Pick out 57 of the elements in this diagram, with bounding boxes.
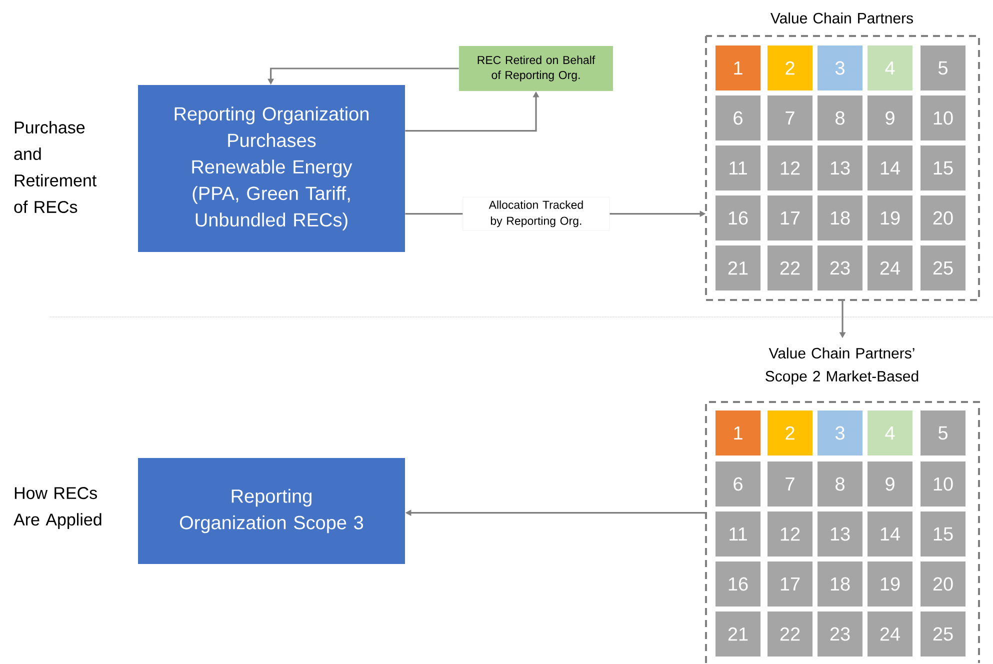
partner-tile: 10 (920, 462, 966, 506)
note-box: REC Retired on Behalf of Reporting Org. (459, 46, 613, 91)
partner-tile: 24 (868, 612, 912, 656)
partner-tile: 16 (716, 562, 760, 606)
partner-tile: 8 (818, 96, 862, 140)
partner-tile: 25 (920, 246, 966, 290)
partner-tile: 22 (768, 612, 812, 656)
edge-label: Allocation Tracked by Reporting Org. (462, 196, 610, 231)
partner-tile: 18 (818, 562, 862, 606)
partner-tile: 1 (716, 410, 760, 456)
partner-tile: 15 (920, 146, 966, 190)
partner-tile: 5 (920, 410, 966, 456)
partner-tile: 13 (818, 146, 862, 190)
partner-tile: 16 (716, 196, 760, 240)
partner-tile: 23 (818, 612, 862, 656)
partner-tile: 13 (818, 512, 862, 556)
partner-tile: 14 (868, 146, 912, 190)
partner-tile: 9 (868, 462, 912, 506)
partner-tile: 6 (716, 462, 760, 506)
process-box: Reporting Organization Purchases Renewable Energy (PPA, Green Tariff, Unbundled RECs) (138, 85, 405, 252)
partner-tile: 4 (868, 410, 912, 456)
partner-tile: 15 (920, 512, 966, 556)
partner-tile: 7 (768, 96, 812, 140)
partner-tile: 21 (716, 246, 760, 290)
partner-tile: 25 (920, 612, 966, 656)
partner-tile: 19 (868, 562, 912, 606)
partner-tile: 14 (868, 512, 912, 556)
partner-tile: 23 (818, 246, 862, 290)
partner-tile: 10 (920, 96, 966, 140)
partner-tile: 22 (768, 246, 812, 290)
partner-tile: 19 (868, 196, 912, 240)
section-label: How RECs Are Applied (14, 487, 102, 529)
partner-tile: 18 (818, 196, 862, 240)
partner-tile: 3 (818, 410, 862, 456)
partner-tile: 20 (920, 562, 966, 606)
partner-tile: 17 (768, 196, 812, 240)
section-label: Purchase and Retirement of RECs (14, 121, 97, 213)
partner-tile: 20 (920, 196, 966, 240)
partner-tile: 2 (768, 410, 812, 456)
partner-tile: 17 (768, 562, 812, 606)
partner-tile: 24 (868, 246, 912, 290)
partner-tile: 5 (920, 46, 966, 90)
partner-tile: 9 (868, 96, 912, 140)
partner-tile: 6 (716, 96, 760, 140)
partner-tile: 7 (768, 462, 812, 506)
partner-tile: 1 (716, 46, 760, 90)
partner-tile: 11 (716, 146, 760, 190)
partner-tile: 4 (868, 46, 912, 90)
partner-tile: 8 (818, 462, 862, 506)
partner-tile: 12 (768, 146, 812, 190)
partner-tile: 11 (716, 512, 760, 556)
partner-tile: 12 (768, 512, 812, 556)
partner-tile: 3 (818, 46, 862, 90)
partner-tile: 21 (716, 612, 760, 656)
partner-tile: 2 (768, 46, 812, 90)
node-label: Value Chain Partners (770, 12, 913, 24)
process-box: Reporting Organization Scope 3 (138, 458, 405, 564)
